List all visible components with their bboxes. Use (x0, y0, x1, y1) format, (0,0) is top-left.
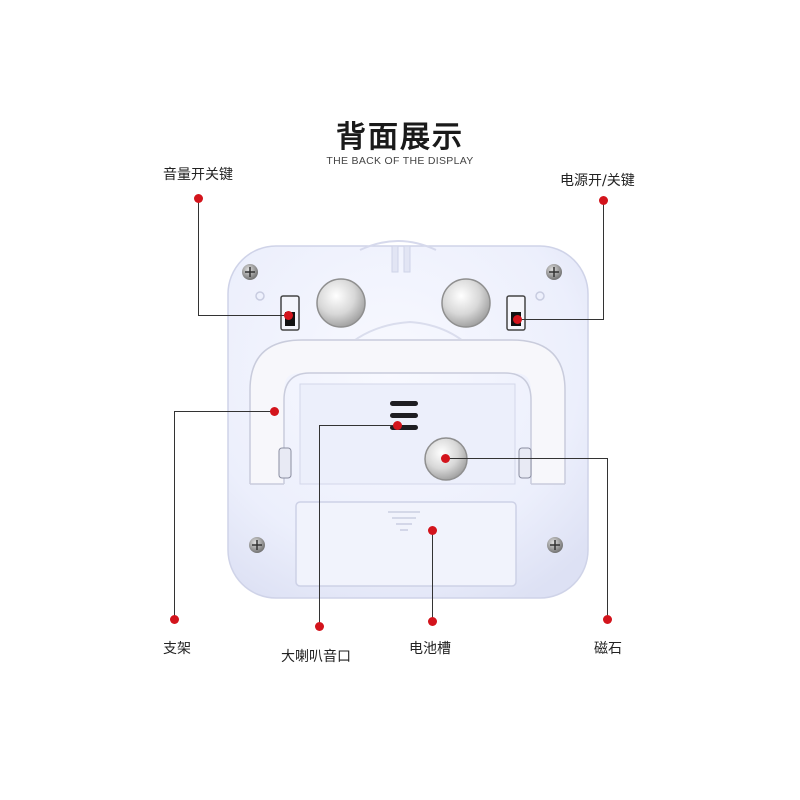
metal-button-right (441, 278, 491, 328)
power-dot-top (599, 196, 608, 205)
metal-button-left (316, 278, 366, 328)
speaker-leader-v (319, 425, 320, 627)
volume-dot-switch (284, 311, 293, 320)
battery-cover (295, 501, 517, 587)
speaker-leader-h (319, 425, 398, 426)
power-switch-label: 电源开/关键 (560, 173, 635, 189)
magnet-leader-v (607, 458, 608, 619)
power-leader-h (517, 319, 604, 320)
stand-dot (270, 407, 279, 416)
speaker-dot (393, 421, 402, 430)
volume-leader-v (198, 198, 199, 316)
battery-leader-v (432, 530, 433, 622)
battery-dot (428, 526, 437, 535)
battery-dot-bottom (428, 617, 437, 626)
stand-leader-v (174, 411, 175, 619)
page-title: 背面展示 (336, 120, 464, 155)
page-subtitle: THE BACK OF THE DISPLAY (326, 155, 474, 167)
battery-label: 电池槽 (409, 641, 451, 657)
magnet-dot (441, 454, 450, 463)
magnet-label: 磁石 (594, 641, 622, 657)
screw-top-left (242, 264, 258, 280)
power-dot-switch (513, 315, 522, 324)
speaker-dot-bottom (315, 622, 324, 631)
screw-top-right (546, 264, 562, 280)
stand-frame (249, 339, 566, 485)
screw-bottom-left (249, 537, 265, 553)
screw-bottom-right (547, 537, 563, 553)
volume-dot-top (194, 194, 203, 203)
speaker-label: 大喇叭音口 (281, 649, 351, 665)
volume-leader-h (198, 315, 288, 316)
volume-switch-label: 音量开关键 (163, 167, 233, 183)
power-leader-v (603, 200, 604, 320)
power-switch (506, 295, 526, 331)
stand-dot-bottom (170, 615, 179, 624)
magnet-leader-h (446, 458, 608, 459)
stand-leader-h (174, 411, 274, 412)
stand-label: 支架 (163, 641, 191, 657)
magnet-dot-bottom (603, 615, 612, 624)
